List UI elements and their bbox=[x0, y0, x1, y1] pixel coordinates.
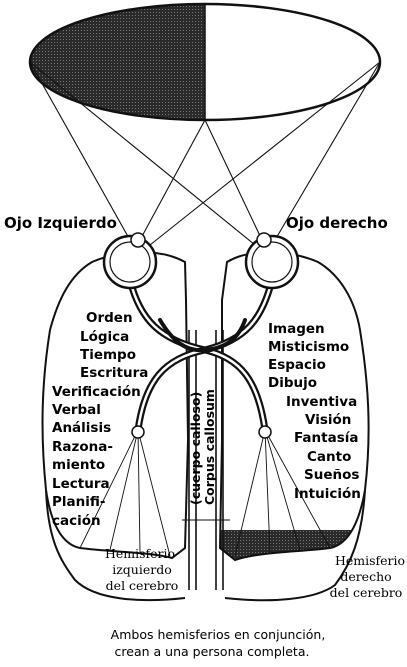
right-function-item: Fantasía bbox=[294, 430, 359, 446]
left-eye-label: Ojo Izquierdo bbox=[4, 214, 117, 232]
svg-text:del cerebro: del cerebro bbox=[330, 585, 403, 600]
left-function-item: Razona- bbox=[52, 439, 113, 455]
right-function-item: Visión bbox=[305, 412, 351, 428]
left-function-item: Análisis bbox=[52, 420, 111, 436]
corpus-callosum-latin-label: Corpus callosum bbox=[202, 389, 217, 505]
left-function-item: Lectura bbox=[52, 476, 110, 492]
right-function-item: Inventiva bbox=[286, 394, 357, 410]
svg-text:del cerebro: del cerebro bbox=[106, 578, 179, 593]
right-function-item: Misticismo bbox=[268, 339, 349, 355]
left-function-item: cación bbox=[52, 513, 101, 529]
left-function-item: Tiempo bbox=[80, 347, 136, 363]
caption: Ambos hemisferios en conjunción, crean a… bbox=[111, 627, 326, 659]
right-functions: Imagen Misticismo Espacio Dibujo Inventi… bbox=[268, 321, 361, 502]
svg-text:Ambos hemisferios en conjunció: Ambos hemisferios en conjunción, bbox=[111, 627, 326, 642]
svg-text:Hemisferio: Hemisferio bbox=[335, 553, 405, 568]
left-hemisphere-label: Hemisferio izquierdo del cerebro bbox=[105, 546, 178, 593]
svg-text:crean a una persona completa.: crean a una persona completa. bbox=[115, 644, 310, 659]
left-function-item: Verbal bbox=[52, 402, 101, 418]
right-function-item: Sueños bbox=[304, 467, 359, 483]
left-function-item: miento bbox=[52, 457, 105, 473]
left-function-item: Verificación bbox=[52, 384, 141, 400]
right-function-item: Dibujo bbox=[268, 375, 317, 391]
visual-field-oval bbox=[30, 0, 380, 130]
right-function-item: Imagen bbox=[268, 321, 325, 337]
left-visual-field-shaded bbox=[30, 0, 205, 130]
left-node bbox=[132, 426, 144, 438]
right-function-item: Intuición bbox=[294, 486, 361, 502]
right-hemisphere-label: Hemisferio derecho del cerebro bbox=[330, 553, 405, 600]
left-function-item: Lógica bbox=[80, 329, 129, 345]
right-function-item: Canto bbox=[307, 449, 351, 465]
left-function-item: Planifi- bbox=[52, 494, 105, 510]
left-eye bbox=[104, 233, 156, 288]
left-functions: Orden Lógica Tiempo Escritura Verificaci… bbox=[52, 310, 148, 529]
svg-text:derecho: derecho bbox=[340, 569, 391, 584]
left-function-item: Escritura bbox=[80, 365, 148, 381]
right-eye-label: Ojo derecho bbox=[286, 214, 388, 232]
svg-text:Hemisferio: Hemisferio bbox=[105, 546, 175, 561]
right-eye bbox=[246, 233, 298, 288]
right-function-item: Espacio bbox=[268, 357, 326, 373]
corpus-callosum-spanish-label: (cuerpo calloso) bbox=[188, 392, 203, 505]
right-node bbox=[259, 426, 271, 438]
svg-text:izquierdo: izquierdo bbox=[112, 562, 172, 577]
left-function-item: Orden bbox=[86, 310, 133, 326]
